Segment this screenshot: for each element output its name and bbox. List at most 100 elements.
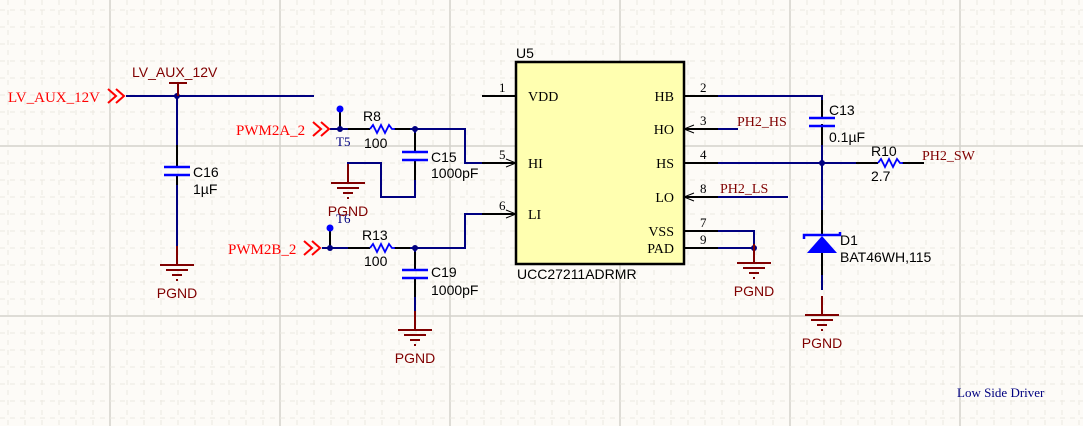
resistor-r8[interactable]: R8 100 — [363, 108, 395, 151]
ground-icon — [160, 246, 194, 281]
test-point-t5-label: T5 — [336, 134, 350, 149]
net-label-ph2-ls[interactable]: PH2_LS — [720, 182, 768, 197]
port-pwm2a[interactable]: PWM2A_2 — [236, 121, 331, 139]
resistor-r13-designator: R13 — [362, 227, 388, 243]
capacitor-c16-designator: C16 — [193, 164, 219, 180]
pin-output-arrow-icon — [682, 124, 695, 134]
wire-vss-pad — [718, 230, 755, 249]
capacitor-c19-designator: C19 — [431, 264, 457, 280]
diode-d1-triangle-icon — [807, 236, 837, 253]
junction-t6 — [327, 245, 333, 251]
junctions — [174, 93, 825, 251]
ic-u5-body[interactable] — [514, 60, 686, 266]
capacitor-c15-value: 1000pF — [431, 165, 478, 181]
resistor-r10[interactable]: R10 2.7 — [871, 143, 903, 184]
resistor-r10-designator: R10 — [871, 143, 897, 159]
port-arrow-icon — [107, 88, 126, 104]
power-port-lv-aux-12v[interactable]: LV_AUX_12V — [132, 64, 218, 96]
resistor-r8-value: 100 — [364, 135, 388, 151]
power-port-lv-aux-12v-label: LV_AUX_12V — [132, 64, 218, 80]
capacitor-c15-designator: C15 — [431, 149, 457, 165]
net-label-ph2-sw[interactable]: PH2_SW — [922, 149, 976, 164]
ground-pgnd-u5[interactable]: PGND — [734, 244, 774, 299]
resistor-r13-zigzag-icon — [369, 241, 395, 255]
ground-pgnd-d1[interactable]: PGND — [802, 296, 842, 351]
ground-symbols: PGND PGND PGND PGND PGND — [157, 164, 842, 366]
junction-r13-c19 — [412, 245, 418, 251]
capacitor-c13-designator: C13 — [829, 102, 855, 118]
resistor-r10-zigzag-icon — [877, 156, 903, 170]
capacitor-c16-plates-icon — [164, 165, 190, 177]
pin-name: LI — [528, 208, 542, 223]
test-point-t6[interactable]: T6 — [326, 211, 351, 232]
ground-icon — [398, 311, 432, 346]
resistor-r8-zigzag-icon — [369, 122, 395, 136]
ground-icon — [805, 296, 839, 331]
port-lv-aux-12v-label: LV_AUX_12V — [8, 90, 100, 106]
ground-label: PGND — [734, 283, 774, 299]
pin-name: HS — [656, 157, 674, 172]
ic-u5-designator: U5 — [516, 45, 534, 61]
capacitor-c13-plates-icon — [809, 116, 835, 128]
pin-number: 3 — [700, 113, 707, 128]
pin-name: VDD — [528, 90, 558, 105]
ground-pgnd-c19[interactable]: PGND — [395, 311, 435, 366]
net-labels: PH2_HS PH2_LS PH2_SW — [720, 115, 976, 197]
resistor-r13[interactable]: R13 100 — [362, 227, 395, 269]
ground-pgnd-c16[interactable]: PGND — [157, 246, 197, 301]
test-point-t5[interactable]: T5 — [336, 105, 350, 150]
port-pwm2a-label: PWM2A_2 — [236, 123, 305, 139]
capacitor-c13-value: 0.1µF — [829, 129, 865, 145]
capacitor-c16[interactable]: C16 1µF — [164, 164, 219, 197]
net-label-ph2-hs[interactable]: PH2_HS — [737, 115, 787, 130]
test-point-t6-label: T6 — [336, 211, 351, 226]
capacitor-c15-plates-icon — [402, 150, 428, 162]
wire-r13-out — [398, 213, 482, 249]
junction-r8-c15 — [412, 126, 418, 132]
pin-name: HO — [654, 123, 674, 138]
junction-hs — [819, 160, 825, 166]
port-pwm2b[interactable]: PWM2B_2 — [228, 240, 322, 258]
sheet-note: Low Side Driver — [957, 385, 1045, 400]
pin-number: 1 — [499, 80, 506, 95]
test-point-t6-dot[interactable] — [326, 224, 334, 232]
ground-icon — [737, 244, 771, 279]
diode-d1[interactable]: D1 BAT46WH,115 — [802, 232, 932, 265]
pin-number: 5 — [499, 147, 506, 162]
resistor-r10-value: 2.7 — [871, 168, 891, 184]
pin-number: 8 — [700, 181, 707, 196]
capacitor-c19-value: 1000pF — [431, 282, 478, 298]
junction-t5 — [337, 126, 343, 132]
resistor-r8-designator: R8 — [363, 108, 381, 124]
port-arrow-icon — [303, 240, 322, 256]
pin-number: 4 — [700, 147, 707, 162]
pin-number: 7 — [700, 215, 707, 230]
port-arrow-icon — [312, 121, 331, 137]
ground-icon — [331, 164, 365, 199]
pin-name: HB — [655, 90, 674, 105]
pin-input-arrow-icon — [505, 209, 518, 219]
ic-u5-part-number: UCC27211ADRMR — [517, 266, 637, 282]
pin-number: 2 — [700, 80, 707, 95]
pin-name: LO — [655, 191, 674, 206]
ground-label: PGND — [395, 350, 435, 366]
ic-u5[interactable]: U5 UCC27211ADRMR 1VDD5HI6LI2HB3HO4HS8LO7… — [499, 45, 707, 282]
ground-label: PGND — [157, 285, 197, 301]
ground-pgnd-t5[interactable]: PGND — [328, 164, 368, 219]
diode-d1-cathode-bar-icon — [802, 232, 842, 239]
capacitor-c13[interactable]: C13 0.1µF — [809, 102, 865, 145]
wire-r8-out — [398, 128, 482, 164]
pin-name: VSS — [648, 225, 674, 240]
capacitor-c16-value: 1µF — [193, 181, 217, 197]
pin-output-arrow-icon — [682, 192, 695, 202]
pin-input-arrow-icon — [505, 158, 518, 168]
pin-number: 6 — [499, 198, 506, 213]
capacitor-c19[interactable]: C19 1000pF — [402, 264, 478, 298]
capacitor-c15[interactable]: C15 1000pF — [402, 149, 478, 181]
pin-name: PAD — [647, 242, 674, 257]
port-lv-aux-12v[interactable]: LV_AUX_12V — [8, 88, 126, 106]
test-point-t5-dot[interactable] — [336, 105, 344, 113]
diode-d1-designator: D1 — [840, 232, 858, 248]
